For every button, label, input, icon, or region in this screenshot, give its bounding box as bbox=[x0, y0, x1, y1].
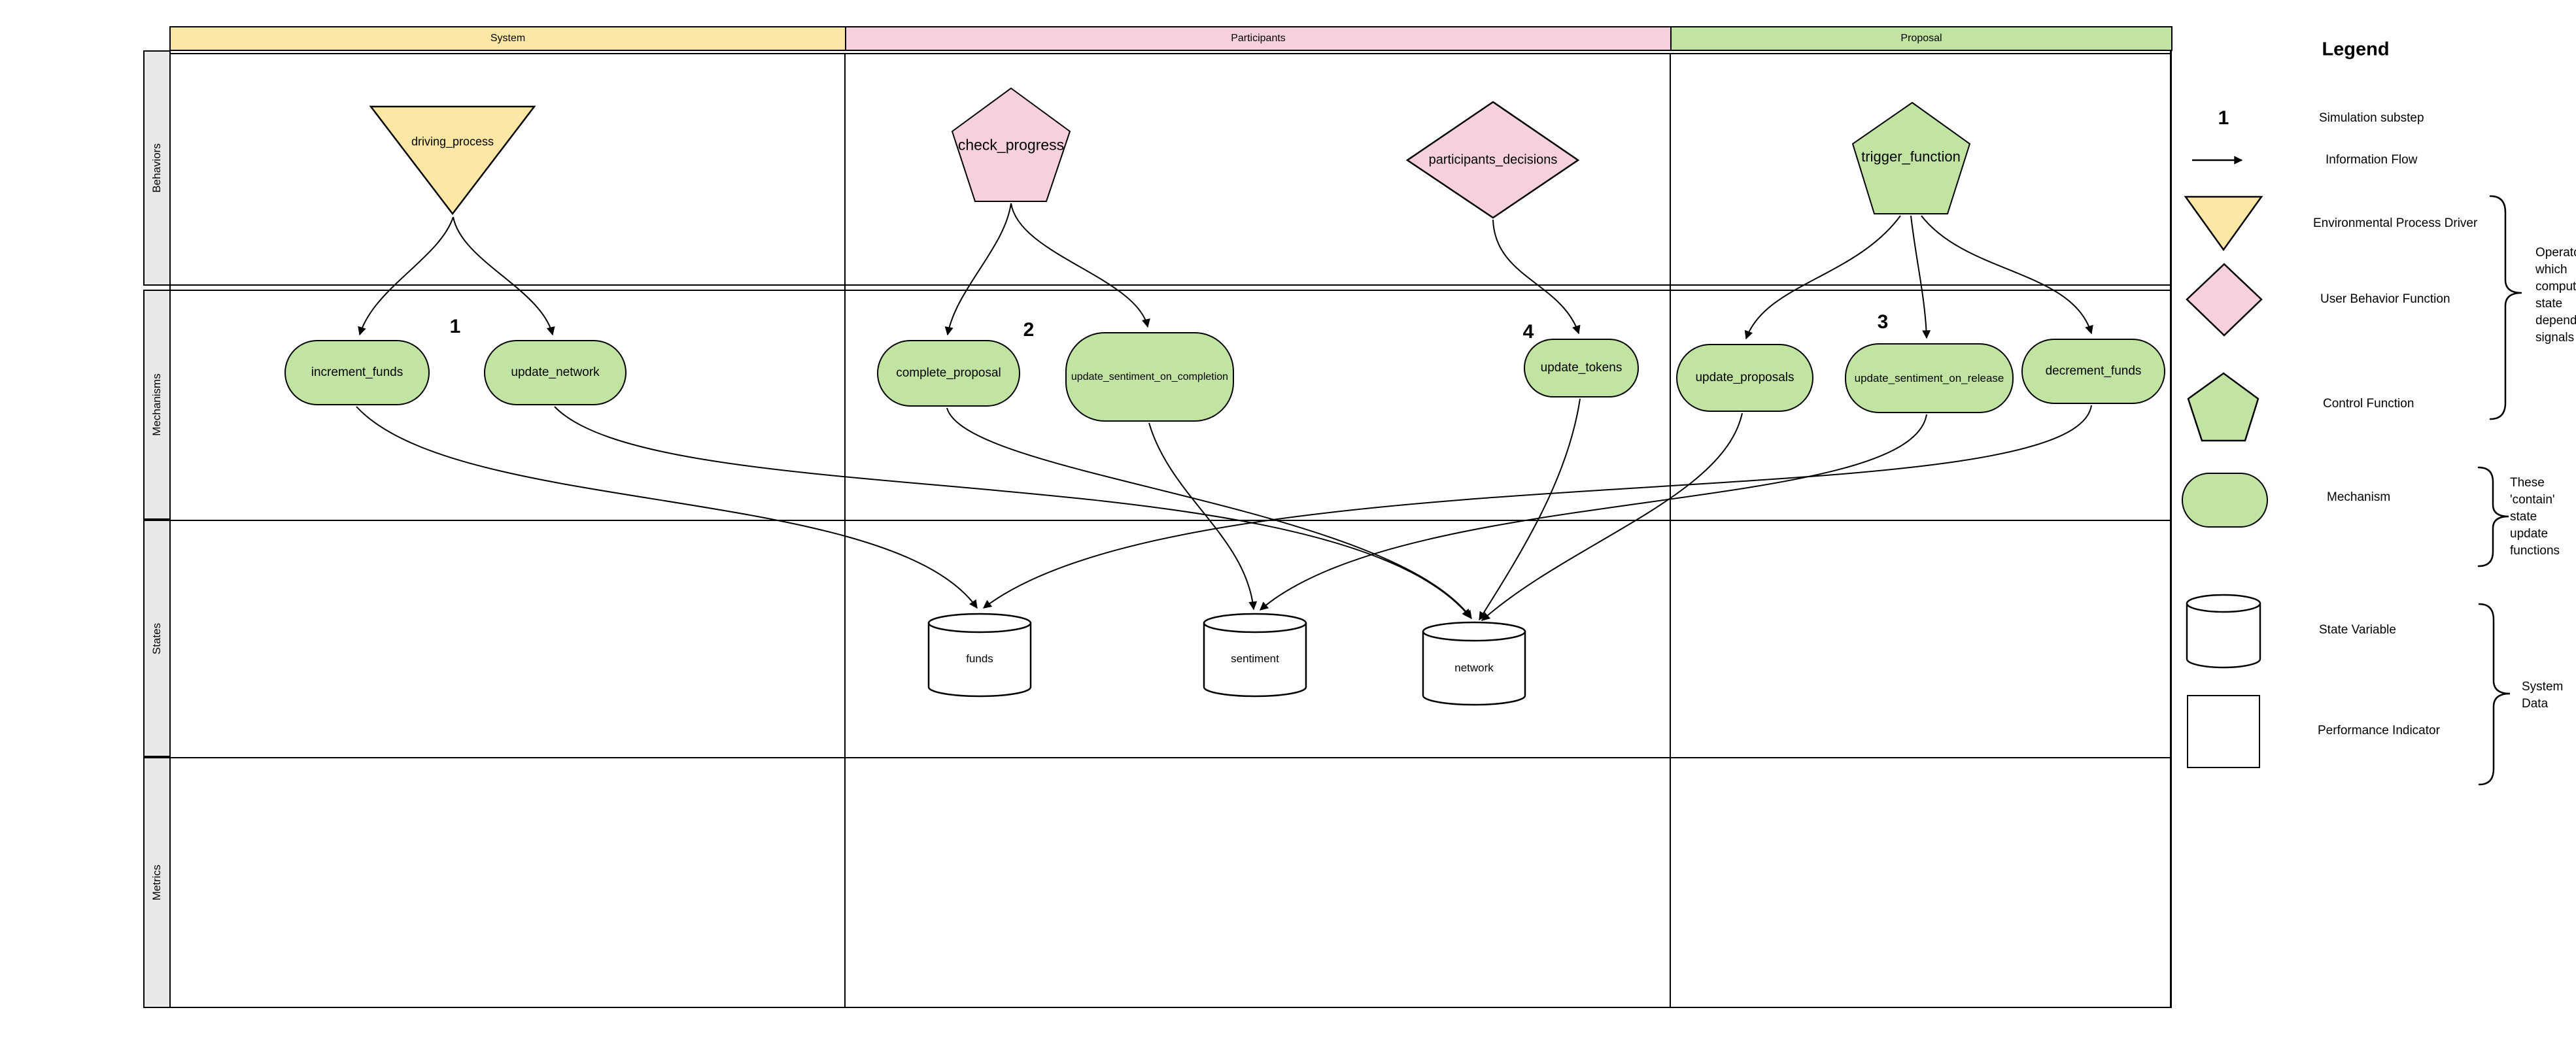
node-update-sentiment-on-release[interactable]: update_sentiment_on_release bbox=[1845, 343, 2014, 413]
legend-title: Legend bbox=[2322, 39, 2390, 60]
legend-brace-mechanism bbox=[2477, 466, 2509, 567]
substep-number-3: 3 bbox=[1877, 311, 1889, 333]
legend-performance-indicator-symbol bbox=[2187, 695, 2260, 768]
node-update-tokens[interactable]: update_tokens bbox=[1524, 339, 1639, 397]
legend-item-user-behavior-function: User Behavior Function bbox=[2320, 292, 2450, 306]
node-decrement-funds[interactable]: decrement_funds bbox=[2021, 339, 2165, 404]
row-header-metrics: Metrics bbox=[143, 757, 171, 1008]
legend-item-control-function: Control Function bbox=[2323, 397, 2414, 411]
legend-annotation-mechanisms: These 'contain' state update functions bbox=[2510, 476, 2560, 558]
node-label: update_sentiment_on_completion bbox=[1071, 371, 1229, 382]
legend-triangle-down-symbol bbox=[2184, 195, 2263, 252]
node-update-proposals[interactable]: update_proposals bbox=[1676, 344, 1813, 412]
node-label-trigger-function: trigger_function bbox=[1861, 148, 1961, 165]
row-header-behaviors: Behaviors bbox=[143, 50, 171, 286]
legend-pentagon-symbol bbox=[2187, 372, 2259, 442]
node-increment-funds[interactable]: increment_funds bbox=[284, 340, 430, 405]
column-divider-system-participants bbox=[844, 54, 846, 1008]
row-header-label: States bbox=[150, 622, 163, 654]
row-divider-behaviors-mechanisms-2 bbox=[169, 290, 2172, 291]
node-label-funds: funds bbox=[966, 652, 993, 665]
legend-item-simulation-substep: Simulation substep bbox=[2319, 111, 2424, 125]
node-complete-proposal[interactable]: complete_proposal bbox=[877, 340, 1020, 407]
legend-item-state-variable: State Variable bbox=[2319, 623, 2396, 637]
legend-item-information-flow: Information Flow bbox=[2326, 153, 2418, 167]
node-label: update_sentiment_on_release bbox=[1854, 371, 2004, 384]
node-update-sentiment-on-completion[interactable]: update_sentiment_on_completion bbox=[1065, 332, 1234, 422]
node-label-participants-decisions: participants_decisions bbox=[1428, 152, 1558, 167]
row-divider-behaviors-mechanisms-1 bbox=[169, 284, 2172, 286]
node-label-sentiment: sentiment bbox=[1231, 652, 1279, 665]
node-label: decrement_funds bbox=[2045, 364, 2142, 378]
legend-brace-system-data bbox=[2478, 603, 2511, 786]
row-divider-states-metrics bbox=[169, 757, 2172, 758]
legend-cylinder-symbol bbox=[2186, 594, 2261, 669]
node-label-check-progress: check_progress bbox=[957, 136, 1065, 154]
legend-brace-operators bbox=[2489, 195, 2522, 420]
column-divider-participants-proposal bbox=[1670, 54, 1671, 1008]
node-label: complete_proposal bbox=[896, 366, 1001, 380]
legend-diamond-symbol bbox=[2186, 263, 2263, 337]
row-header-label: Metrics bbox=[150, 864, 163, 901]
row-header-mechanisms: Mechanisms bbox=[143, 290, 171, 520]
row-header-label: Mechanisms bbox=[150, 373, 163, 436]
node-label-network: network bbox=[1454, 662, 1494, 674]
column-header-label: Proposal bbox=[1900, 33, 1942, 44]
legend-substep-number-symbol: 1 bbox=[2218, 107, 2229, 129]
header-divider-line bbox=[169, 53, 2172, 54]
legend-annotation-system-data: System Data bbox=[2522, 680, 2564, 711]
node-label: increment_funds bbox=[311, 365, 404, 379]
node-label: update_network bbox=[511, 365, 600, 379]
legend-item-mechanism: Mechanism bbox=[2327, 490, 2391, 504]
row-header-label: Behaviors bbox=[150, 143, 163, 193]
column-header-proposal: Proposal bbox=[1670, 26, 2172, 51]
matrix-outline bbox=[169, 26, 2172, 1008]
column-header-label: System bbox=[490, 33, 526, 44]
column-header-label: Participants bbox=[1231, 33, 1286, 44]
node-update-network[interactable]: update_network bbox=[484, 340, 627, 405]
node-label: update_tokens bbox=[1540, 361, 1623, 375]
row-header-states: States bbox=[143, 520, 171, 757]
substep-number-1: 1 bbox=[449, 316, 461, 337]
node-label: update_proposals bbox=[1695, 371, 1795, 384]
legend-item-environmental-process-driver: Environmental Process Driver bbox=[2313, 216, 2478, 230]
column-header-system: System bbox=[169, 26, 846, 51]
substep-number-2: 2 bbox=[1023, 319, 1035, 341]
node-label-driving-process: driving_process bbox=[411, 135, 494, 148]
legend-mechanism-symbol bbox=[2182, 473, 2268, 528]
substep-number-4: 4 bbox=[1522, 321, 1534, 343]
row-divider-mechanisms-states bbox=[169, 520, 2172, 521]
legend-item-performance-indicator: Performance Indicator bbox=[2318, 724, 2440, 737]
legend-annotation-operators: Operators which compute state dependent … bbox=[2535, 246, 2576, 345]
column-header-participants: Participants bbox=[845, 26, 1672, 51]
